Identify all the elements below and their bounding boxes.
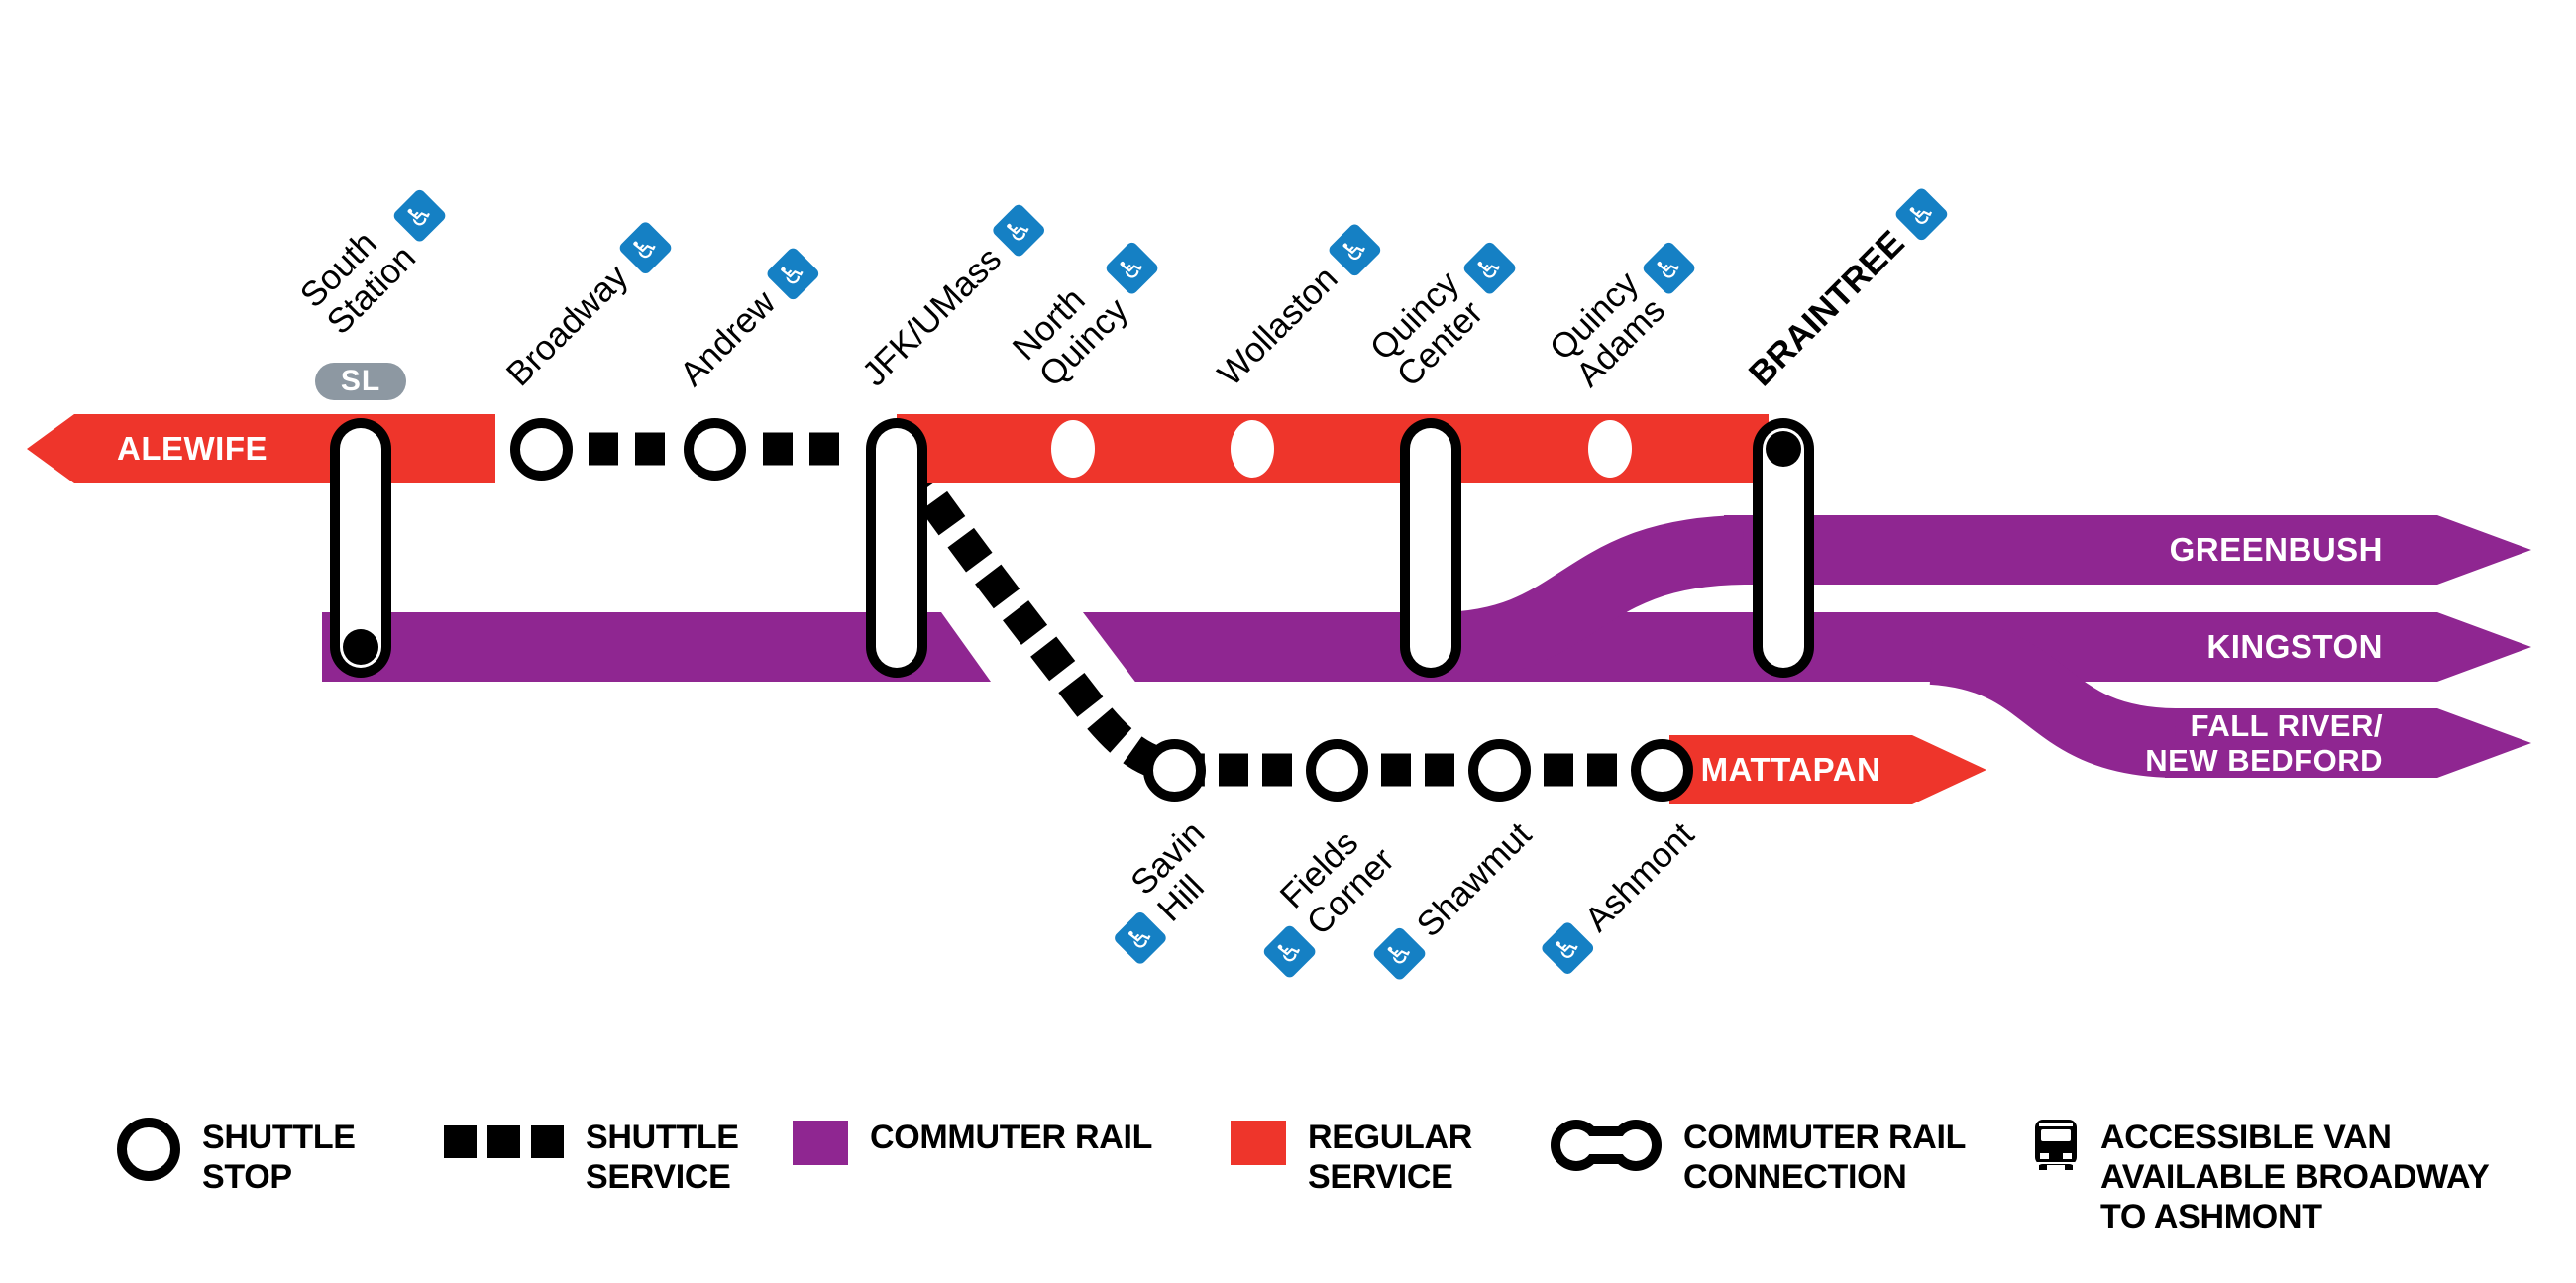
legend-label: REGULAR SERVICE xyxy=(1308,1119,1473,1196)
silver-line-badge: SL xyxy=(315,363,406,400)
kingston-arrow-tip xyxy=(2437,612,2531,682)
mattapan-label: MATTAPAN xyxy=(1700,751,1881,788)
shuttle-stop-marker-shawmut xyxy=(1468,739,1531,802)
mattapan-arrow-tip xyxy=(1912,735,1986,804)
mattapan-band xyxy=(1669,735,1912,804)
legend-item-accessible-van: ACCESSIBLE VAN AVAILABLE BROADWAY TO ASH… xyxy=(2033,1118,2490,1236)
shuttle-stop-icon xyxy=(117,1118,180,1181)
greenbush-line-band xyxy=(1724,515,2437,585)
kingston-line-band-east xyxy=(1030,612,2437,682)
stop-marker-wollaston xyxy=(1231,420,1274,478)
regular-service-swatch xyxy=(1231,1121,1286,1165)
legend-label: COMMUTER RAIL xyxy=(870,1119,1153,1156)
fall-river-new-bedford-label: FALL RIVER/ NEW BEDFORD xyxy=(2145,708,2383,778)
commuter-rail-swatch xyxy=(793,1121,848,1165)
legend-item-commuter-rail-connection: COMMUTER RAIL CONNECTION xyxy=(1551,1118,1966,1197)
commuter-rail-connection-icon xyxy=(1551,1120,1662,1171)
legend-item-regular-service: REGULAR SERVICE xyxy=(1231,1118,1472,1197)
fall-river-arrow-tip xyxy=(2437,708,2531,778)
alewife-arrow-tip xyxy=(27,414,74,483)
shuttle-stop-marker-fields-corner xyxy=(1306,739,1368,802)
connection-capsule-inner-quincy-center xyxy=(1410,428,1451,668)
connection-capsule-inner-jfk-umass xyxy=(876,428,917,668)
fall-river-line-band xyxy=(2165,708,2437,778)
connection-capsule-inner-south-station xyxy=(340,428,381,668)
legend-label: COMMUTER RAIL CONNECTION xyxy=(1683,1119,1967,1196)
greenbush-label: GREENBUSH xyxy=(2169,531,2383,568)
legend-item-commuter-rail: COMMUTER RAIL xyxy=(793,1118,1152,1165)
red-line-band-east xyxy=(897,414,1769,483)
stop-marker-quincy-adams xyxy=(1588,420,1632,478)
legend-item-shuttle-stop: SHUTTLE STOP xyxy=(117,1118,356,1197)
legend-label: SHUTTLE SERVICE xyxy=(586,1119,739,1196)
stop-marker-north-quincy xyxy=(1051,420,1095,478)
legend-label: SHUTTLE STOP xyxy=(202,1119,356,1196)
shuttle-stop-marker-andrew xyxy=(684,418,746,481)
terminal-dot-south-station xyxy=(343,629,378,665)
alewife-label: ALEWIFE xyxy=(117,430,268,467)
shuttle-service-icon xyxy=(444,1125,564,1158)
accessible-van-icon xyxy=(2033,1118,2079,1173)
terminal-dot-braintree xyxy=(1766,431,1801,467)
shuttle-stop-marker-ashmont xyxy=(1631,739,1693,802)
shuttle-stop-marker-savin-hill xyxy=(1143,739,1206,802)
legend-label: ACCESSIBLE VAN AVAILABLE BROADWAY TO ASH… xyxy=(2100,1119,2490,1235)
greenbush-arrow-tip xyxy=(2437,515,2531,585)
red-line-band-west xyxy=(74,414,495,483)
legend-item-shuttle-service: SHUTTLE SERVICE xyxy=(444,1118,739,1197)
kingston-label: KINGSTON xyxy=(2206,628,2383,665)
shuttle-stop-marker-broadway xyxy=(510,418,573,481)
connection-capsule-inner-braintree xyxy=(1763,428,1804,668)
